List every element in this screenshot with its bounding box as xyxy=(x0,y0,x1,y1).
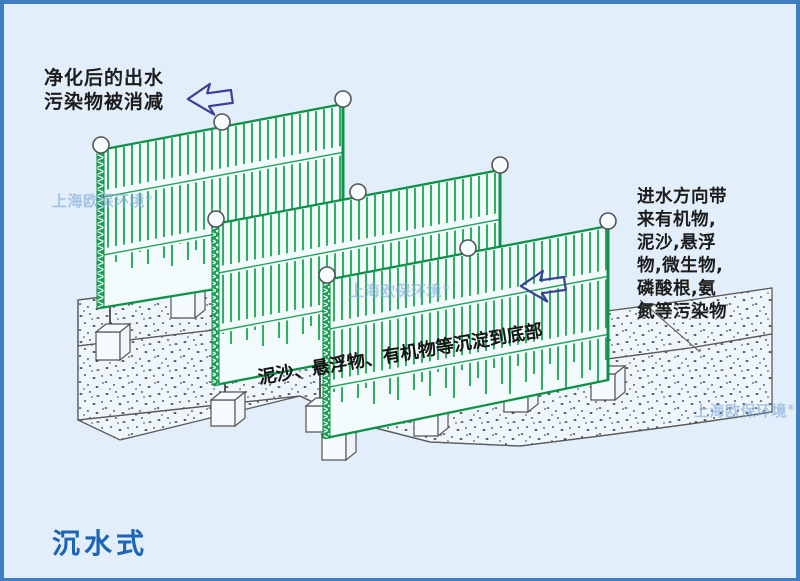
watermark-text: 上海欧保环境 xyxy=(52,192,146,210)
watermark-registered-mark: ® xyxy=(442,283,451,292)
watermark-registered-mark: ® xyxy=(145,193,154,202)
watermark-text: 上海欧保环境 xyxy=(694,402,788,420)
float-ball xyxy=(207,156,509,228)
inflow-leader-line xyxy=(639,299,701,353)
inflow-label: 进水方向带 来有机物, 泥沙,悬浮 物,微生物, 磷酸根,氨 氮等污染物 xyxy=(637,187,727,323)
weight-block xyxy=(209,390,247,428)
watermark: 上海欧保环境® xyxy=(52,190,154,211)
watermark-registered-mark: ® xyxy=(787,403,796,412)
watermark: 上海欧保环境® xyxy=(349,280,451,301)
float-ball xyxy=(318,212,617,284)
inflow-arrow xyxy=(519,269,567,303)
float-ball xyxy=(92,90,352,154)
fiber-curtain xyxy=(326,229,608,404)
outflow-arrow xyxy=(186,82,234,116)
diagram-title: 沉水式 xyxy=(52,527,149,560)
weight-block xyxy=(94,322,132,362)
outflow-label: 净化后的出水 污染物被消减 xyxy=(44,67,165,114)
watermark-text: 上海欧保环境 xyxy=(349,282,443,300)
watermark: 上海欧保环境® xyxy=(694,400,796,421)
panel-front xyxy=(318,212,627,462)
